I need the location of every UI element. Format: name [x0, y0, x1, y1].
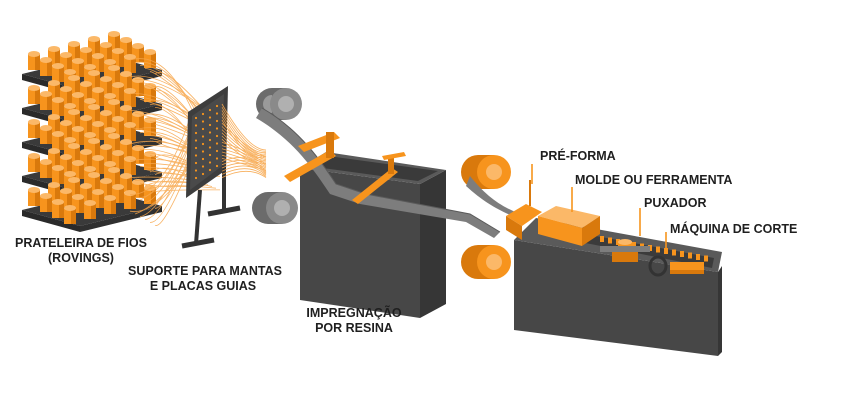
- cutting-machine: [648, 255, 704, 277]
- guide-label-line2: E PLACAS GUIAS: [149, 279, 257, 293]
- preform: [506, 180, 542, 240]
- immersion-bar: [284, 132, 406, 204]
- die-mold: [538, 206, 600, 246]
- preform-label: PRÉ-FORMA: [540, 149, 616, 163]
- fiber-web-strip: [256, 107, 501, 238]
- roving-creel: [22, 31, 162, 232]
- guide-label: SUPORTE PARA MANTAS E PLACAS GUIAS: [128, 264, 282, 294]
- puller-label: PUXADOR: [644, 196, 707, 210]
- guide-to-bath-fibers: [221, 103, 267, 178]
- guide-label-line1: SUPORTE PARA MANTAS: [128, 264, 282, 278]
- resin-label-line1: IMPREGNAÇÃO: [306, 306, 402, 320]
- callout-lines: [531, 164, 667, 252]
- creel-label-line1: PRATELEIRA DE FIOS: [15, 236, 147, 250]
- puller: [600, 239, 650, 262]
- resin-label-line2: POR RESINA: [315, 321, 393, 335]
- resin-label: IMPREGNAÇÃO POR RESINA: [294, 306, 414, 336]
- creel-label-line2: (ROVINGS): [48, 251, 114, 265]
- die-label: MOLDE OU FERRAMENTA: [575, 173, 733, 187]
- creel-label: PRATELEIRA DE FIOS (ROVINGS): [8, 236, 154, 266]
- guide-plate: [181, 86, 241, 249]
- cutter-label: MÁQUINA DE CORTE: [670, 222, 798, 236]
- pultrusion-machine: [514, 218, 722, 356]
